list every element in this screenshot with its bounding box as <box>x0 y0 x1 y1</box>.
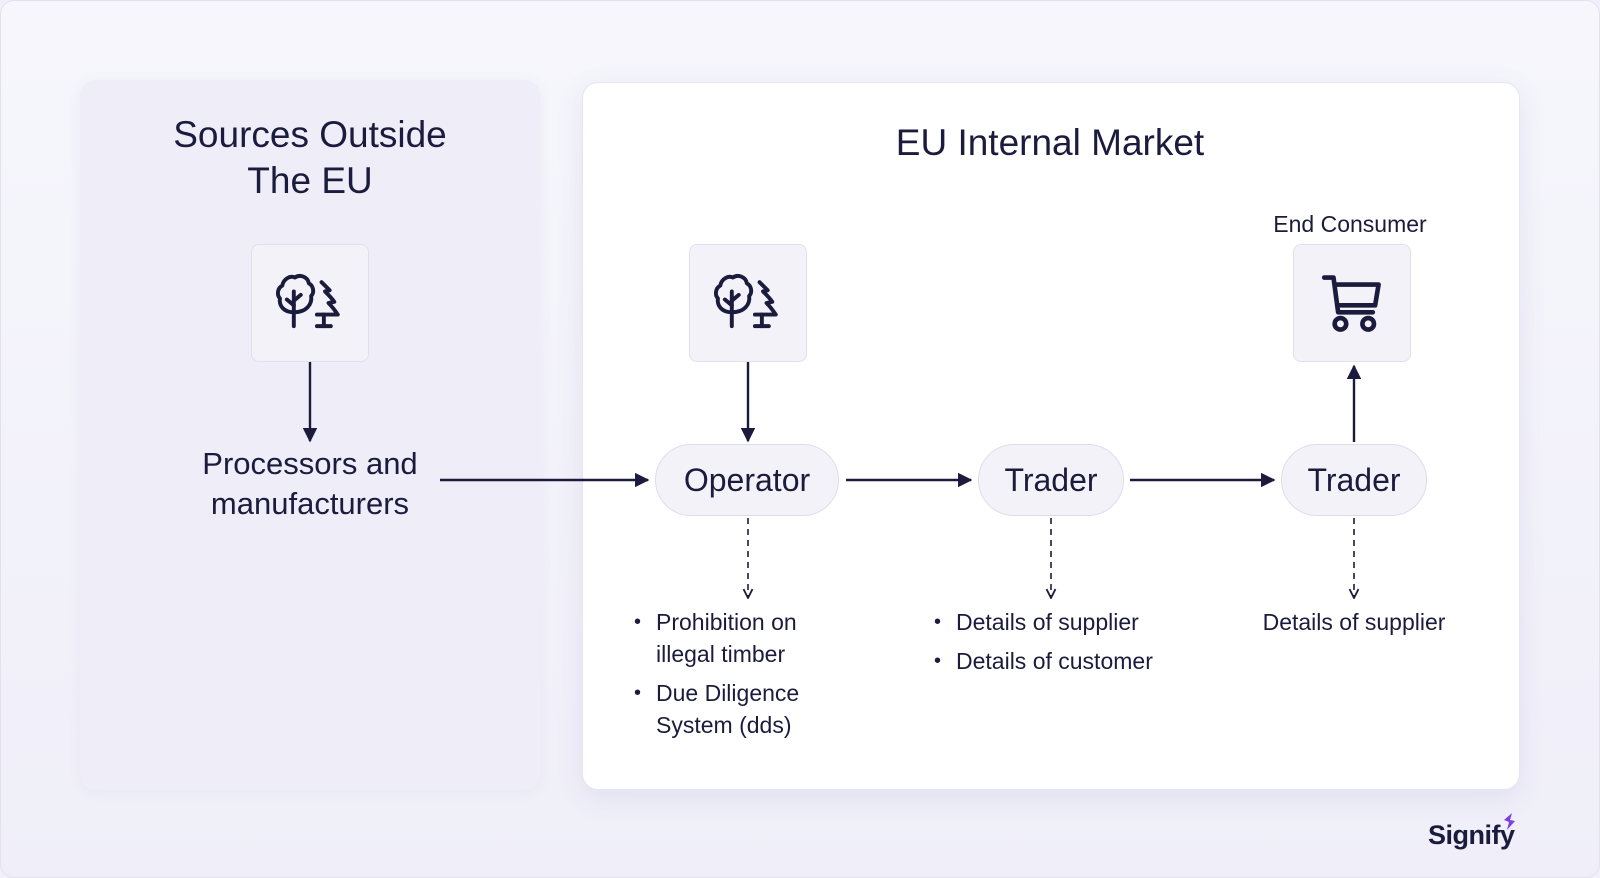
eu-internal-market-title: EU Internal Market <box>895 122 1205 163</box>
title-line-1: Sources Outside <box>173 114 447 155</box>
trader2-details-text: Details of supplier <box>1262 609 1446 635</box>
trader1-details-list: Details of supplier Details of customer <box>934 606 1226 684</box>
title-line-2: The EU <box>247 160 373 201</box>
operator-detail-item: Due Diligence System (dds) <box>634 677 856 741</box>
trader1-detail-item: Details of supplier <box>934 606 1226 638</box>
operator-trees-box <box>689 244 807 362</box>
processors-line-1: Processors and <box>202 446 418 481</box>
trees-icon <box>713 274 778 329</box>
processors-manufacturers-label: Processors and manufacturers <box>150 444 470 524</box>
signify-logo-mark <box>1504 813 1515 830</box>
source-trees-box <box>251 244 369 362</box>
trader-node-1: Trader <box>978 444 1124 516</box>
trader-node-2: Trader <box>1281 444 1427 516</box>
trader1-detail-item: Details of customer <box>934 645 1226 677</box>
end-consumer-cart-box <box>1293 244 1411 362</box>
processors-line-2: manufacturers <box>210 486 410 521</box>
signify-logo: Signify <box>1428 820 1515 850</box>
shopping-cart-icon <box>1321 275 1381 332</box>
operator-node: Operator <box>655 444 839 516</box>
operator-detail-item: Prohibition on illegal timber <box>634 606 856 670</box>
trees-icon <box>275 274 340 329</box>
operator-details-list: Prohibition on illegal timber Due Dilige… <box>634 606 856 748</box>
end-consumer-label: End Consumer <box>1273 211 1427 237</box>
